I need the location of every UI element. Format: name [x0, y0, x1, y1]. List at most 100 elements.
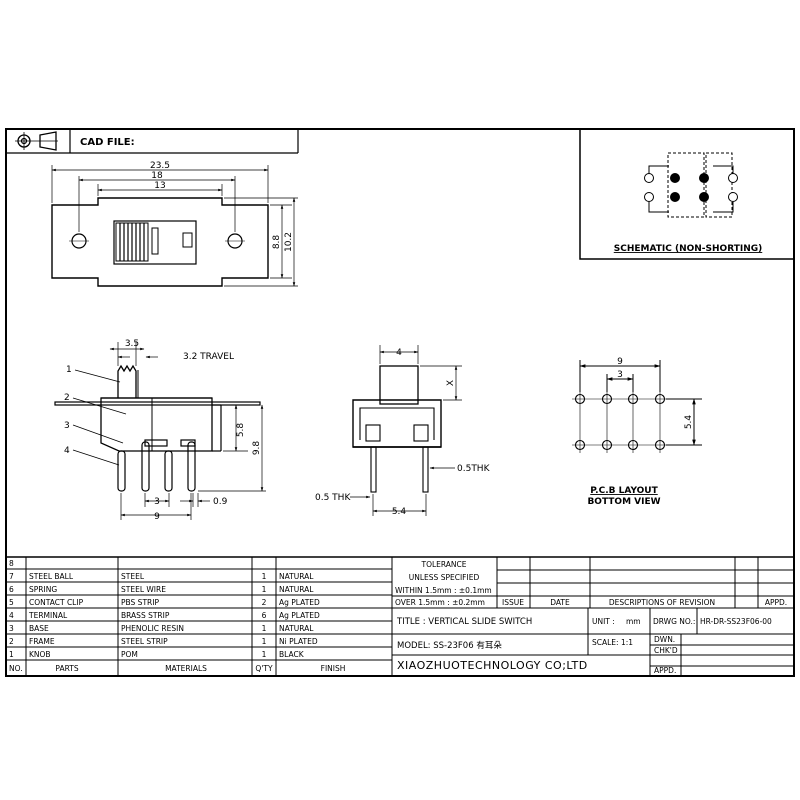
- callout-3: 3: [64, 421, 70, 431]
- bom-cell-finish: Ni PLATED: [279, 637, 318, 646]
- bom-cell-no: 7: [9, 572, 14, 581]
- issue-label: ISSUE: [502, 598, 524, 607]
- dim-overall-width: 23.5: [150, 161, 170, 171]
- chkd-label: CHK'D: [654, 646, 678, 655]
- pcb-caption-1: P.C.B LAYOUT: [590, 486, 658, 496]
- dim-pin-thk-left: 0.5 THK: [315, 493, 351, 503]
- within-label: WITHIN 1.5mm : ±0.1mm: [395, 586, 492, 595]
- dwn-label: DWN.: [654, 635, 675, 644]
- bom-cell-no: 6: [9, 585, 14, 594]
- schematic-caption: SCHEMATIC (NON-SHORTING): [614, 244, 763, 254]
- dim-hole-pitch: 18: [151, 171, 163, 181]
- drawing-title: TITLE : VERTICAL SLIDE SWITCH: [396, 617, 532, 627]
- company-name: XIAOZHUOTECHNOLOGY CO;LTD: [397, 659, 588, 672]
- over-label: OVER 1.5mm : ±0.2mm: [395, 598, 485, 607]
- dim-pin-spacing: 5.4: [392, 507, 407, 517]
- bom-cell-qty: 1: [262, 572, 267, 581]
- bom-cell-material: POM: [121, 650, 138, 659]
- dim-knob-width: 3.5: [125, 339, 139, 349]
- bom-cell-part: KNOB: [29, 650, 51, 659]
- dim-height-outer: 10.2: [284, 232, 294, 252]
- projection-symbol-icon: [15, 131, 58, 151]
- end-view: 4 X 0.5THK 0.5 THK 5.4: [315, 345, 491, 517]
- bom-cell-finish: Ag PLATED: [279, 598, 320, 607]
- dim-pcb-row-spacing: 5.4: [684, 415, 694, 430]
- unless-label: UNLESS SPECIFIED: [409, 573, 480, 582]
- dim-height-inner: 8.8: [272, 235, 282, 250]
- dim-end-knob-width: 4: [396, 348, 402, 358]
- bom-cell-finish: NATURAL: [279, 624, 314, 633]
- bom-cell-part: BASE: [29, 624, 49, 633]
- bom-header-finish: FINISH: [321, 664, 346, 673]
- bom-cell-material: STEEL WIRE: [121, 585, 166, 594]
- bom-header-materials: MATERIALS: [165, 664, 207, 673]
- bom-cell-finish: BLACK: [279, 650, 305, 659]
- bom-cell-qty: 1: [262, 624, 267, 633]
- dim-height-body: 5.8: [236, 423, 246, 438]
- pcb-caption-2: BOTTOM VIEW: [587, 497, 660, 507]
- date-label: DATE: [550, 598, 570, 607]
- appd-label: APPD.: [765, 598, 787, 607]
- callout-2: 2: [64, 393, 70, 403]
- dim-height-total: 9.8: [252, 441, 262, 456]
- bom-cell-no: 2: [9, 637, 14, 646]
- dim-slot-width: 13: [154, 181, 165, 191]
- bom-cell-part: TERMINAL: [28, 611, 68, 620]
- bom-cell-no: 8: [9, 559, 14, 568]
- dim-pin-thk-right: 0.5THK: [457, 464, 491, 474]
- callout-4: 4: [64, 446, 70, 456]
- bom-cell-part: SPRING: [29, 585, 57, 594]
- bom-cell-part: STEEL BALL: [29, 572, 74, 581]
- bom-cell-no: 5: [9, 598, 14, 607]
- side-view: 1 2 3 4 3.5 3.2 TRAVEL 5.8 9.8 3 0.9 9: [54, 339, 266, 522]
- knob-side: [117, 364, 137, 398]
- bom-cell-qty: 2: [262, 598, 267, 607]
- unit-label: UNIT :: [592, 617, 615, 626]
- schematic-diagram: [644, 152, 738, 218]
- dim-travel: 3.2 TRAVEL: [183, 352, 234, 362]
- model-label: MODEL: SS-23F06 有耳朵: [397, 640, 502, 651]
- pcb-layout: 9 3 5.4 P.C.B LAYOUT BOTTOM VIEW: [572, 357, 702, 507]
- dim-pin-span: 9: [154, 512, 160, 522]
- revision-label: DESCRIPTIONS OF REVISION: [609, 598, 715, 607]
- drwg-value: HR-DR-SS23F06-00: [700, 617, 772, 626]
- dim-pin-offset: 0.9: [213, 497, 228, 507]
- bom-header-qty: Q'TY: [255, 664, 273, 673]
- scale-label: SCALE: 1:1: [592, 638, 633, 647]
- bom-cell-qty: 1: [262, 637, 267, 646]
- dim-knob-height: X: [446, 380, 456, 386]
- bom-cell-material: STEEL STRIP: [121, 637, 168, 646]
- bom-cell-finish: NATURAL: [279, 585, 314, 594]
- bom-cell-qty: 1: [262, 650, 267, 659]
- top-view: 23.5 18 13 8.8 10.2: [51, 161, 298, 287]
- bom-cell-qty: 6: [262, 611, 267, 620]
- callout-1: 1: [66, 365, 72, 375]
- dim-pcb-pitch: 3: [617, 370, 623, 380]
- bom-cell-part: FRAME: [29, 637, 55, 646]
- dim-pin-pitch: 3: [154, 497, 160, 507]
- header: CAD FILE:: [6, 129, 299, 154]
- bom-cell-material: STEEL: [121, 572, 145, 581]
- bom-cell-no: 3: [9, 624, 14, 633]
- tolerance-label: TOLERANCE: [420, 560, 466, 569]
- bom-cell-part: CONTACT CLIP: [29, 598, 84, 607]
- unit-value: mm: [626, 617, 641, 626]
- knob-end: [379, 365, 419, 405]
- sheet-border: [5, 128, 795, 677]
- bom-cell-qty: 1: [262, 585, 267, 594]
- bom-cell-material: PBS STRIP: [121, 598, 159, 607]
- bom-cell-finish: Ag PLATED: [279, 611, 320, 620]
- schematic-panel: SCHEMATIC (NON-SHORTING): [579, 128, 795, 260]
- drwg-label: DRWG NO.:: [653, 617, 695, 626]
- cad-file-label: CAD FILE:: [80, 137, 135, 148]
- bom-cell-finish: NATURAL: [279, 572, 314, 581]
- bom-cell-material: PHENOLIC RESIN: [121, 624, 184, 633]
- appd2-label: APPD.: [654, 666, 676, 675]
- bom-header-no: NO.: [9, 664, 23, 673]
- bom-cell-no: 4: [9, 611, 14, 620]
- bom-cell-no: 1: [9, 650, 14, 659]
- dim-pcb-total: 9: [617, 357, 623, 367]
- bom-header-parts: PARTS: [55, 664, 78, 673]
